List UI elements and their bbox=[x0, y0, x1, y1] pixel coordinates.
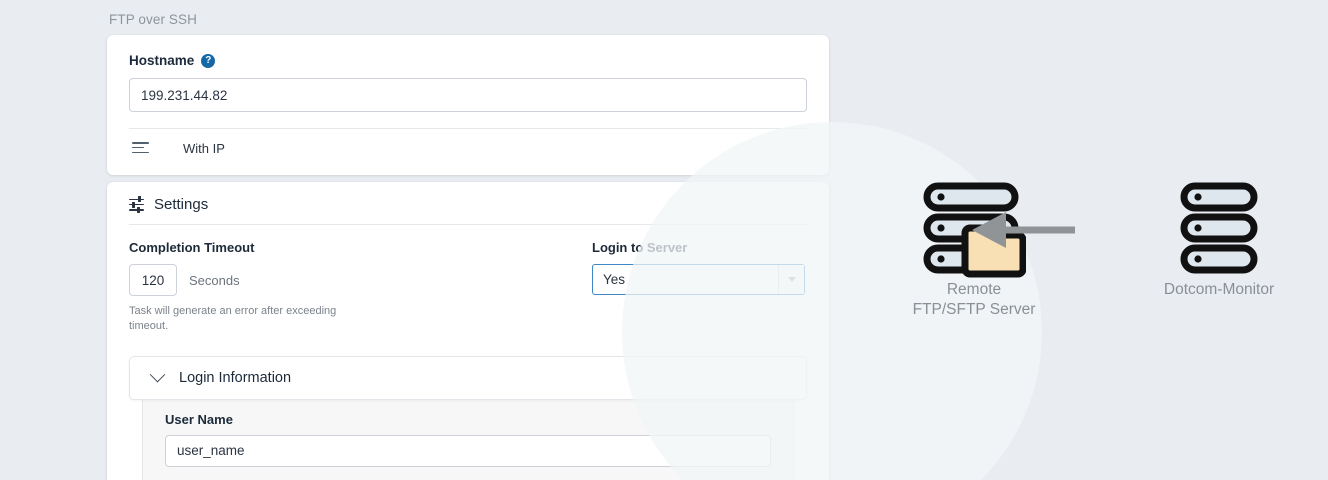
help-circle-icon[interactable]: ? bbox=[201, 53, 216, 68]
with-ip-label: With IP bbox=[183, 140, 225, 156]
arrow-left-icon bbox=[972, 212, 1075, 253]
server-stack-icon bbox=[1074, 178, 1328, 278]
completion-timeout-group: Completion Timeout Seconds Task will gen… bbox=[129, 240, 592, 334]
login-to-server-dropdown-button[interactable] bbox=[778, 265, 804, 294]
hostname-label: Hostname bbox=[129, 53, 195, 68]
login-information-header[interactable]: Login Information bbox=[129, 355, 807, 400]
hostname-input[interactable] bbox=[129, 78, 807, 112]
diagram-node-dotcom: Dotcom-Monitor bbox=[1074, 178, 1328, 300]
settings-top-row: Completion Timeout Seconds Task will gen… bbox=[129, 240, 807, 334]
hostname-card: Hostname ? With IP bbox=[107, 35, 829, 175]
settings-header: Settings bbox=[129, 196, 807, 224]
hostname-label-row: Hostname ? bbox=[129, 53, 807, 68]
user-name-label: User Name bbox=[165, 411, 233, 427]
login-to-server-select[interactable]: Yes bbox=[592, 264, 805, 295]
login-to-server-group: Login to Server Yes bbox=[592, 240, 807, 334]
architecture-diagram: Remote FTP/SFTP Server bbox=[829, 0, 1328, 480]
completion-timeout-label: Completion Timeout bbox=[129, 240, 255, 255]
arrow-left-svg bbox=[972, 212, 1075, 248]
login-to-server-label: Login to Server bbox=[592, 240, 688, 255]
section-caption: FTP over SSH bbox=[109, 12, 197, 27]
login-information-body: User Name User Password bbox=[142, 397, 794, 480]
login-to-server-value: Yes bbox=[603, 272, 626, 287]
completion-timeout-input[interactable] bbox=[129, 264, 177, 296]
server-stack-svg bbox=[1180, 182, 1258, 274]
completion-timeout-unit: Seconds bbox=[189, 272, 240, 288]
user-name-input[interactable] bbox=[165, 434, 771, 467]
settings-card: Settings Completion Timeout Seconds Task… bbox=[107, 182, 829, 480]
chevron-down-icon bbox=[149, 367, 166, 383]
login-information-panel: Login Information User Name User Passwor… bbox=[129, 355, 807, 480]
login-information-title: Login Information bbox=[179, 369, 292, 386]
list-lines-icon bbox=[132, 142, 149, 154]
sliders-icon bbox=[129, 196, 144, 213]
settings-title: Settings bbox=[154, 196, 209, 213]
form-column: FTP over SSH Hostname ? With IP bbox=[107, 0, 829, 480]
completion-timeout-row: Seconds bbox=[129, 264, 592, 296]
divider bbox=[129, 128, 807, 129]
settings-body: Completion Timeout Seconds Task will gen… bbox=[129, 224, 807, 480]
completion-timeout-hint: Task will generate an error after exceed… bbox=[129, 305, 337, 332]
with-ip-row[interactable]: With IP bbox=[129, 129, 807, 167]
chevron-down-icon bbox=[787, 277, 796, 282]
diagram-node-dotcom-label: Dotcom-Monitor bbox=[1163, 281, 1275, 298]
